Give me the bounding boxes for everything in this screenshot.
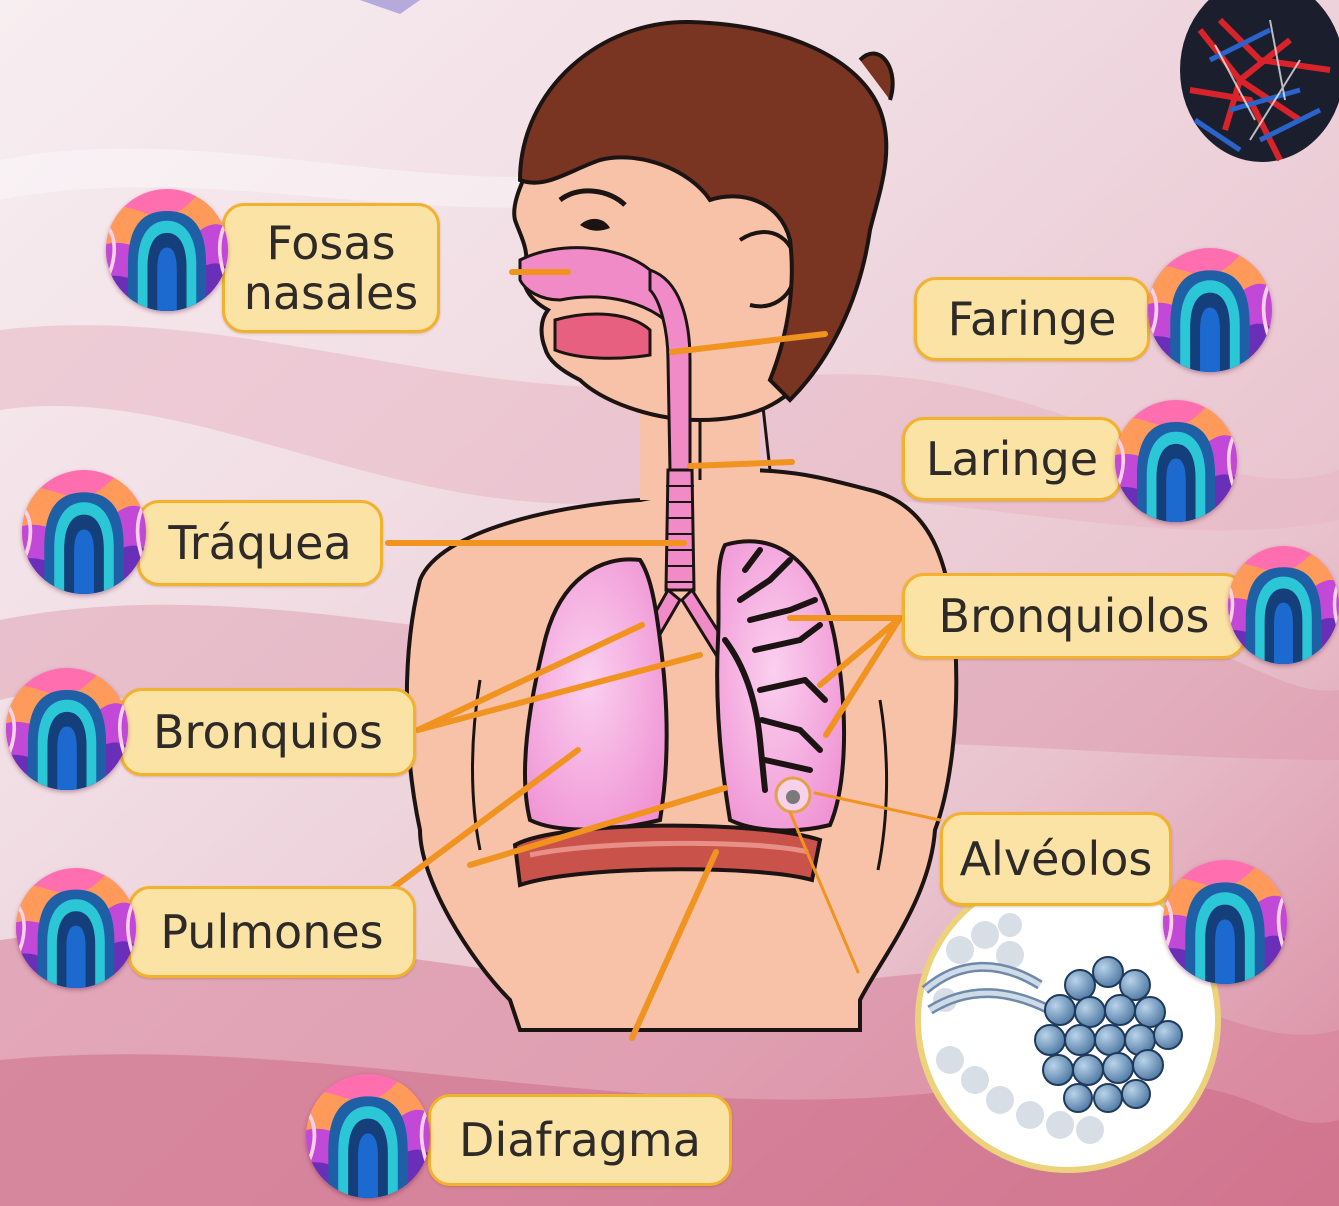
- label-laringe: Laringe: [902, 417, 1122, 501]
- label-pulmones-text: Pulmones: [160, 906, 383, 958]
- label-faringe-text: Faringe: [948, 293, 1117, 345]
- swirl-orb-icon: [1163, 860, 1287, 984]
- label-traquea-text: Tráquea: [168, 517, 351, 569]
- label-bronquios: Bronquios: [120, 688, 416, 776]
- swirl-orb-icon: [6, 668, 128, 790]
- label-fosas-line1: Fosas: [266, 218, 395, 268]
- label-alveolos: Alvéolos: [940, 812, 1172, 906]
- swirl-orb-icon: [1228, 546, 1339, 664]
- label-bronquios-text: Bronquios: [153, 706, 383, 758]
- label-bronquiolos-text: Bronquiolos: [939, 590, 1210, 642]
- label-bronquiolos: Bronquiolos: [902, 573, 1246, 659]
- label-fosas-line2: nasales: [244, 268, 419, 318]
- label-faringe: Faringe: [914, 277, 1150, 361]
- swirl-orb-icon: [106, 189, 228, 311]
- swirl-orb-icon: [306, 1074, 430, 1198]
- swirl-orb-icon: [16, 868, 136, 988]
- label-laringe-text: Laringe: [926, 433, 1098, 485]
- swirl-orb-icon: [1148, 248, 1272, 372]
- label-pulmones: Pulmones: [128, 886, 416, 978]
- mouth-cavity: [555, 314, 650, 358]
- swirl-orb-icon: [1115, 400, 1237, 522]
- swirl-orb-icon: [22, 470, 146, 594]
- label-alveolos-text: Alvéolos: [960, 833, 1153, 885]
- trachea: [666, 470, 694, 590]
- label-fosas-nasales: Fosas nasales: [222, 203, 440, 333]
- label-traquea: Tráquea: [137, 500, 383, 586]
- label-diafragma: Diafragma: [428, 1094, 732, 1186]
- label-diafragma-text: Diafragma: [459, 1114, 701, 1166]
